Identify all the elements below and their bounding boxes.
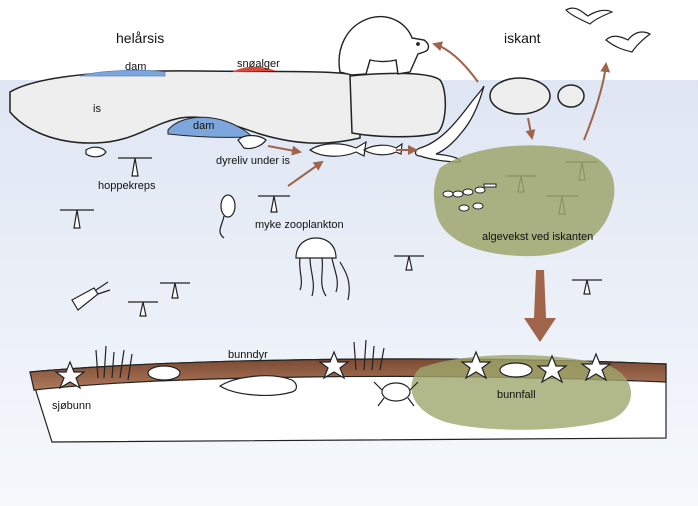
ice-algae-cells-icon (442, 183, 497, 212)
seal-icon (414, 85, 485, 163)
label-snow-algae: snøalger (237, 58, 280, 70)
jellyfish-icon (295, 237, 350, 301)
bottom-fall-patch (411, 355, 632, 430)
label-seabed: sjøbunn (52, 400, 91, 412)
comb-jelly-icon (219, 194, 236, 239)
ice-floe-2 (557, 84, 585, 108)
ice-floe-1 (489, 77, 551, 115)
label-amphipods: hoppekreps (98, 180, 156, 192)
label-fauna-under-ice: dyreliv under is (216, 155, 290, 167)
label-soft-zooplankton: myke zooplankton (255, 219, 344, 231)
heading-helarsis: helårsis (116, 30, 164, 46)
arrow-algae-to-bottom (524, 270, 556, 342)
ice-edge-algae-patch (433, 145, 615, 257)
arrow-seal-to-bear (432, 41, 479, 83)
arrow-floe-to-algae (525, 117, 536, 140)
label-benthos: bunndyr (228, 349, 268, 361)
label-dam-top: dam (125, 61, 146, 73)
mussel-icons (147, 362, 533, 381)
heading-iskant: iskant (504, 30, 541, 46)
gull-icon (565, 7, 614, 25)
kittiwake-icon (605, 31, 652, 53)
pack-ice (9, 66, 446, 144)
melt-pond-top (79, 69, 166, 77)
arrow-under-ice-to-cod (267, 145, 302, 156)
label-bottom-fall: bunnfall (497, 389, 536, 401)
starfish-icons (54, 350, 612, 390)
snow-algae-patch (232, 66, 276, 72)
polar-bear-icon (338, 15, 430, 76)
food-web-arrows (267, 41, 611, 187)
arrow-algae-to-birds (583, 62, 611, 141)
crab-icon (373, 381, 419, 407)
seal-under-ice-icon (237, 134, 267, 150)
melt-pond-under (167, 116, 254, 138)
arrow-zooplankton-to-cod (287, 160, 324, 187)
squid-icon (71, 281, 111, 311)
label-ice: is (93, 103, 101, 115)
krill-under-ice-icon (85, 146, 107, 158)
label-dam-under: dam (193, 120, 214, 132)
polar-cod-icon (308, 140, 403, 157)
sea-grass-icons (95, 339, 385, 381)
label-algae-growth: algevekst ved iskanten (482, 231, 593, 243)
flatfish-icon (218, 375, 298, 396)
